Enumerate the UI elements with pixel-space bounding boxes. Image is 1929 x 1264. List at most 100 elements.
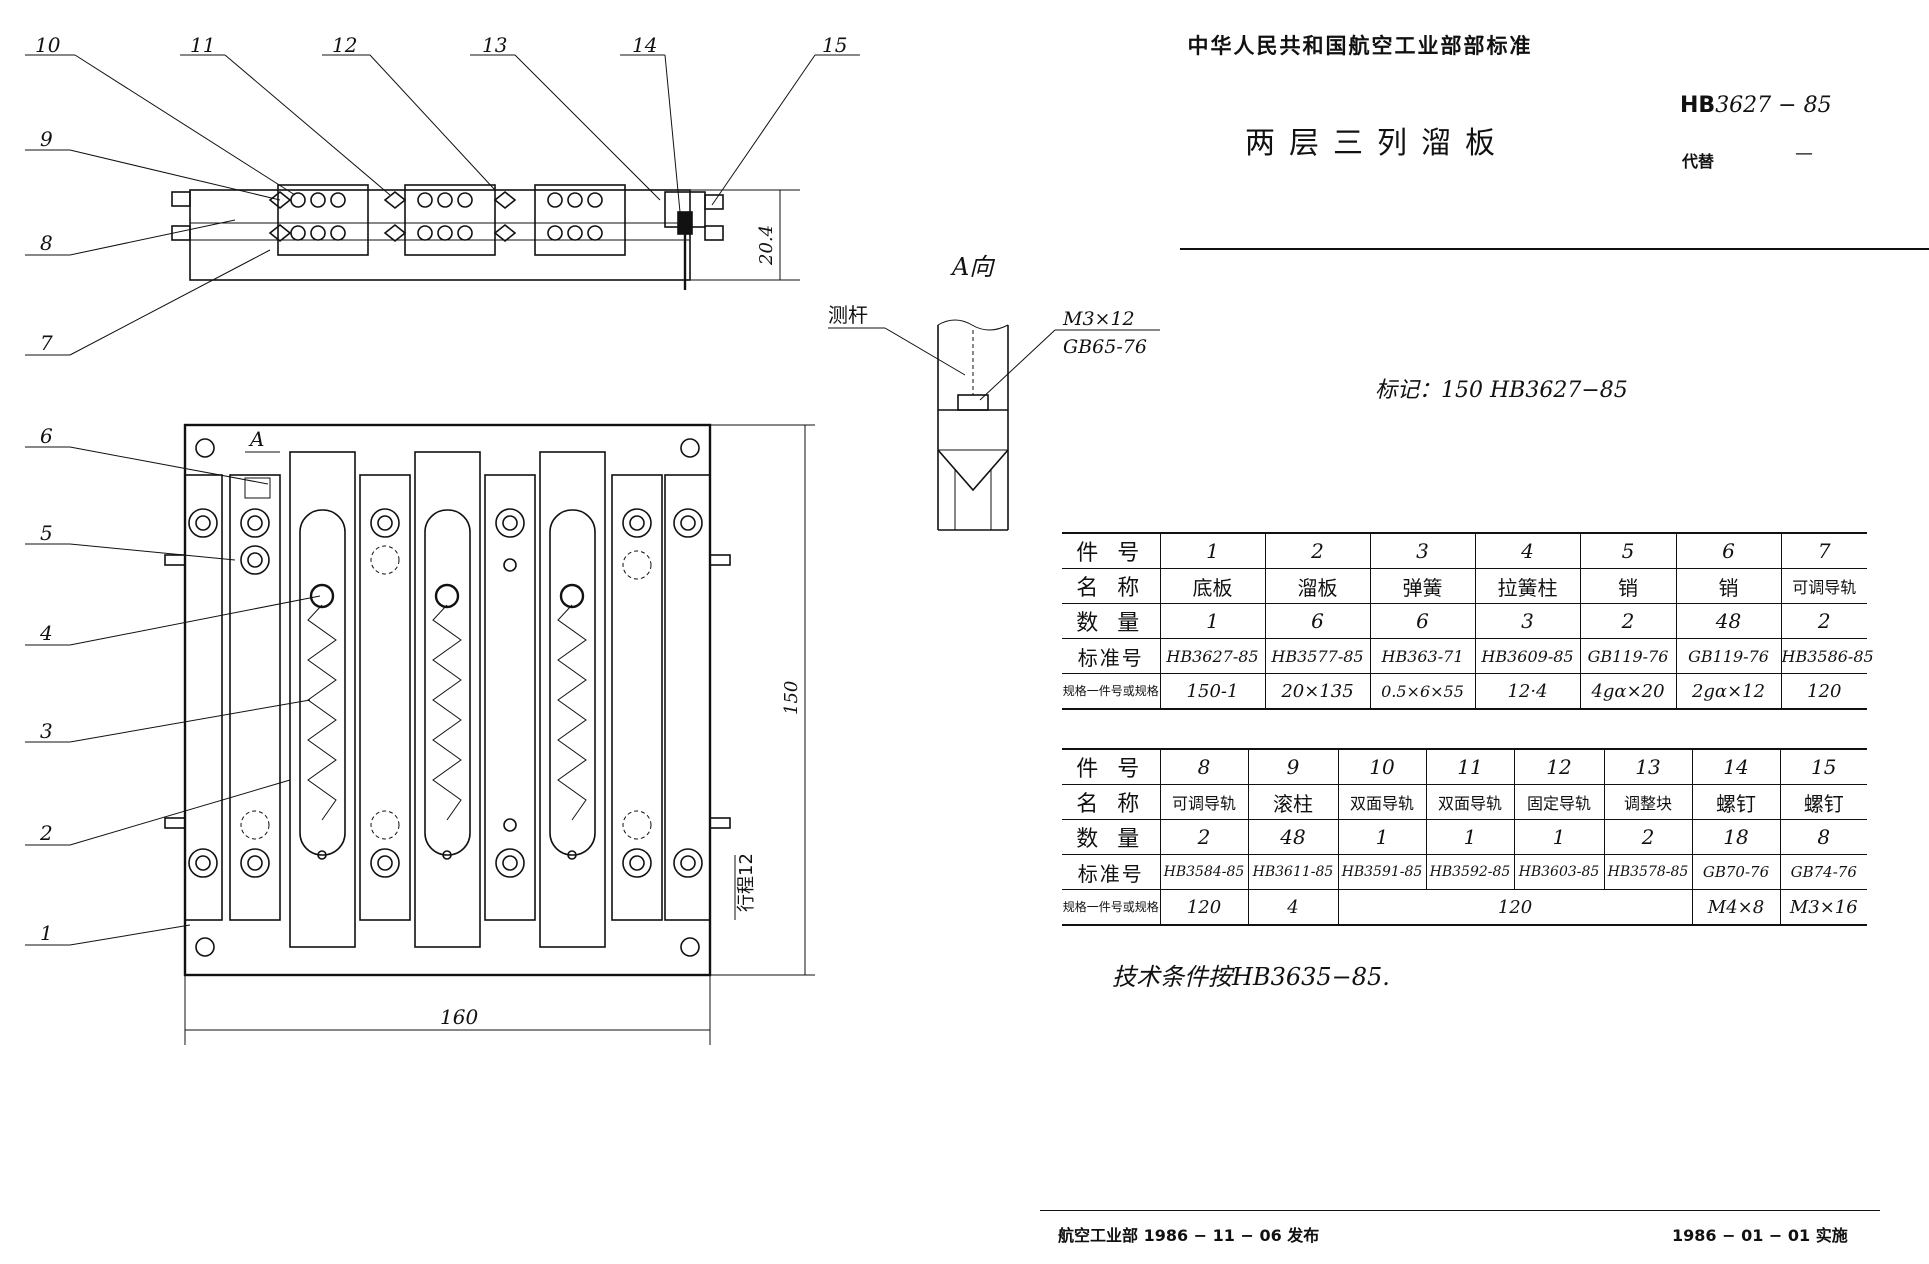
table-cell: 18 <box>1691 819 1781 855</box>
row-header: 标准号 <box>1062 638 1161 674</box>
table-cell: HB3577-85 <box>1264 638 1371 674</box>
table-row: 数 量 1 6 6 3 2 48 2 <box>1062 603 1867 639</box>
table-cell: 拉簧柱 <box>1474 568 1581 604</box>
standard-number-value: 3627 − 85 <box>1715 93 1832 118</box>
table-cell: 0.5×6×55 <box>1369 673 1476 710</box>
table-cell: 调整块 <box>1603 784 1693 820</box>
technical-conditions-note: 技术条件按HB3635−85. <box>1112 963 1390 991</box>
table-cell: 可调导轨 <box>1780 568 1867 604</box>
width-dimension: 160 <box>184 975 711 1045</box>
balloon-6: 6 <box>40 424 53 448</box>
table-cell: 固定导轨 <box>1513 784 1605 820</box>
table-cell: HB3578-85 <box>1603 854 1693 890</box>
table-cell: 弹簧 <box>1369 568 1476 604</box>
height-dimension: 20.4 <box>690 189 800 281</box>
table-cell: 120 <box>1159 889 1249 926</box>
table-cell: 双面导轨 <box>1337 784 1427 820</box>
table-cell: GB70-76 <box>1691 854 1781 890</box>
balloon-4: 4 <box>39 621 53 645</box>
table-cell: HB3591-85 <box>1337 854 1427 890</box>
table-cell: 48 <box>1247 819 1339 855</box>
table-cell: 2 <box>1780 603 1867 639</box>
row-header: 件 号 <box>1062 532 1161 569</box>
row-header: 规格一件号或规格 <box>1062 673 1161 710</box>
table-row: 数 量 2 48 1 1 1 2 18 8 <box>1062 819 1867 855</box>
table-cell: 1 <box>1337 819 1427 855</box>
balloon-14: 14 <box>632 33 657 57</box>
balloon-5: 5 <box>40 521 53 545</box>
replaces-label: 代替 <box>1682 152 1715 171</box>
detail-title: A向 <box>950 253 995 281</box>
table-cell: 14 <box>1691 748 1781 785</box>
table-cell: GB119-76 <box>1675 638 1782 674</box>
table-cell: 双面导轨 <box>1425 784 1515 820</box>
table-cell: HB3627-85 <box>1159 638 1266 674</box>
slide-slot-1 <box>299 509 346 860</box>
balloon-3: 3 <box>40 719 53 743</box>
width-dim-text: 160 <box>440 1005 478 1029</box>
balloon-2: 2 <box>39 821 53 845</box>
table-cell: 可调导轨 <box>1159 784 1249 820</box>
row-header: 规格一件号或规格 <box>1062 889 1161 926</box>
table-row: 规格一件号或规格 150-1 20×135 0.5×6×55 12·4 4gα×… <box>1062 673 1867 710</box>
detail-probe-label: 测杆 <box>828 303 868 327</box>
left-balloons: 9 8 7 6 5 4 3 2 1 <box>25 127 321 946</box>
table-cell: 8 <box>1159 748 1249 785</box>
effective-date: 1986 − 01 − 01 实施 <box>1672 1226 1848 1245</box>
table-cell: 6 <box>1369 603 1476 639</box>
issue-date: 航空工业部 1986 − 11 − 06 发布 <box>1058 1226 1320 1245</box>
replaces-value: — <box>1795 143 1813 164</box>
row-header: 名 称 <box>1062 568 1161 604</box>
table-cell: HB3586-85 <box>1780 638 1874 674</box>
detail-view-a: A向 测杆 M3×12 GB65-76 <box>828 253 1160 531</box>
table-cell: HB3603-85 <box>1513 854 1605 890</box>
balloon-1: 1 <box>40 921 53 945</box>
table-cell: 1 <box>1513 819 1605 855</box>
standard-prefix: HB <box>1680 93 1716 118</box>
table-cell: 6 <box>1264 603 1371 639</box>
row-header: 数 量 <box>1062 603 1161 639</box>
top-view-cage-3 <box>534 184 626 256</box>
table-cell: 20×135 <box>1264 673 1371 710</box>
top-view <box>171 184 724 290</box>
title-rule <box>1180 248 1929 250</box>
table-cell: 15 <box>1779 748 1867 785</box>
parts-table-2: 件 号 8 9 10 11 12 13 14 15 名 称 可调导轨 滚柱 双面… <box>1062 748 1867 926</box>
table-cell: HB3592-85 <box>1425 854 1515 890</box>
table-cell: 4 <box>1247 889 1339 926</box>
detail-screw-label: M3×12 <box>1062 308 1135 330</box>
table-cell: M3×16 <box>1779 889 1867 926</box>
balloon-10: 10 <box>35 33 61 57</box>
row-header: 标准号 <box>1062 854 1161 890</box>
table-cell: M4×8 <box>1691 889 1781 926</box>
table-row: 名 称 可调导轨 滚柱 双面导轨 双面导轨 固定导轨 调整块 螺钉 螺钉 <box>1062 784 1867 820</box>
balloon-8: 8 <box>40 231 53 255</box>
table-row: 名 称 底板 溜板 弹簧 拉簧柱 销 销 可调导轨 <box>1062 568 1867 604</box>
table-cell: HB3611-85 <box>1247 854 1339 890</box>
table-cell: 13 <box>1603 748 1693 785</box>
table-cell: 螺钉 <box>1691 784 1781 820</box>
balloon-15: 15 <box>822 33 847 57</box>
table-cell: 2gα×12 <box>1675 673 1782 710</box>
stroke-dimension: 行程12 <box>734 853 757 920</box>
table-cell: 48 <box>1675 603 1782 639</box>
table-cell: 底板 <box>1159 568 1266 604</box>
slide-slot-3 <box>549 509 596 860</box>
table-row: 件 号 1 2 3 4 5 6 7 <box>1062 532 1867 569</box>
balloon-12: 12 <box>332 33 357 57</box>
table-cell: 6 <box>1675 532 1782 569</box>
parts-table-1: 件 号 1 2 3 4 5 6 7 名 称 底板 溜板 弹簧 拉簧柱 销 销 可… <box>1062 532 1874 710</box>
table-cell: 11 <box>1425 748 1515 785</box>
table-cell: 1 <box>1159 603 1266 639</box>
balloon-13: 13 <box>482 33 507 57</box>
table-row: 标准号 HB3584-85 HB3611-85 HB3591-85 HB3592… <box>1062 854 1867 890</box>
table-cell: 10 <box>1337 748 1427 785</box>
table-cell: 150-1 <box>1159 673 1266 710</box>
table-cell: 120 <box>1337 889 1693 926</box>
balloon-11: 11 <box>190 33 215 57</box>
table-cell: 9 <box>1247 748 1339 785</box>
table-cell: GB119-76 <box>1579 638 1677 674</box>
issuing-organization: 中华人民共和国航空工业部部标准 <box>1187 34 1533 58</box>
table-cell: 螺钉 <box>1779 784 1867 820</box>
table-cell: 8 <box>1779 819 1867 855</box>
